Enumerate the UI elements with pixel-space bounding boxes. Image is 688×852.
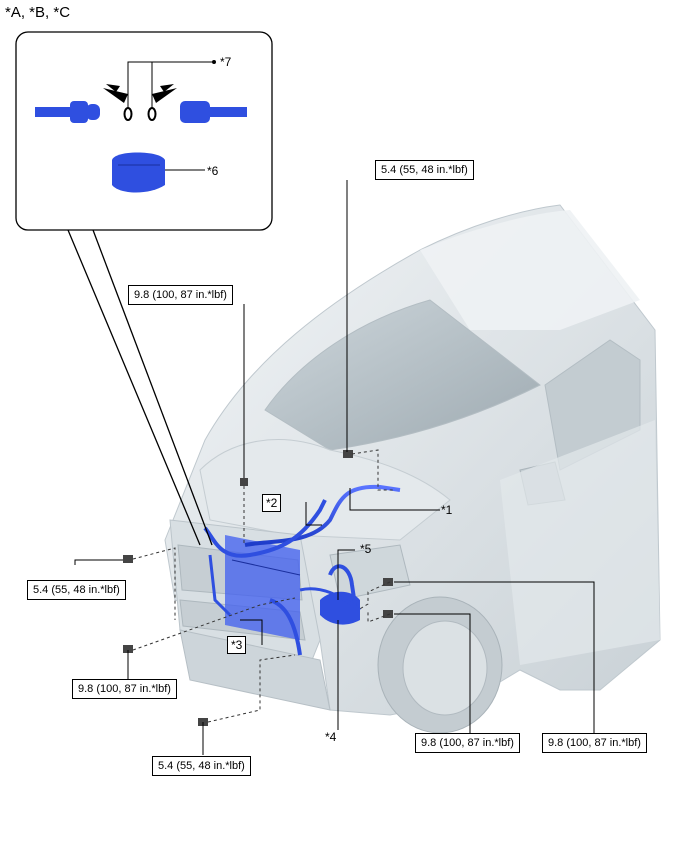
torque-spec-top: 5.4 (55, 48 in.*lbf) [375, 160, 474, 180]
part-label-1: *1 [441, 503, 453, 517]
arrow-icon [103, 88, 128, 103]
bolt-icon [123, 555, 133, 563]
cap-icon [112, 152, 165, 193]
part-label-5: *5 [360, 542, 372, 556]
part-label-2: *2 [262, 494, 282, 512]
part-label-6: *6 [207, 164, 219, 178]
cooler-pipes [203, 484, 401, 656]
part-label-4: *4 [325, 730, 337, 744]
torque-spec-lower-right: 9.8 (100, 87 in.*lbf) [415, 733, 520, 753]
torque-spec-left: 5.4 (55, 48 in.*lbf) [27, 580, 126, 600]
bolt-icon [240, 478, 248, 486]
bolt-icon [123, 645, 133, 653]
leader-lines [74, 180, 595, 755]
torque-spec-lower-left: 9.8 (100, 87 in.*lbf) [72, 679, 177, 699]
torque-spec-upper-left: 9.8 (100, 87 in.*lbf) [128, 285, 233, 305]
arrow-icon [152, 88, 177, 103]
bolt-icon [383, 610, 393, 618]
bolt-icon [343, 450, 353, 458]
part-label-3: *3 [227, 636, 247, 654]
torque-spec-right: 9.8 (100, 87 in.*lbf) [542, 733, 647, 753]
part-label-7: *7 [220, 55, 232, 69]
torque-spec-bottom: 5.4 (55, 48 in.*lbf) [152, 756, 251, 776]
detail-inset [15, 31, 273, 546]
variant-title: *A, *B, *C [5, 4, 71, 21]
bolt-icon [383, 578, 393, 586]
bolt-guides [132, 449, 395, 723]
